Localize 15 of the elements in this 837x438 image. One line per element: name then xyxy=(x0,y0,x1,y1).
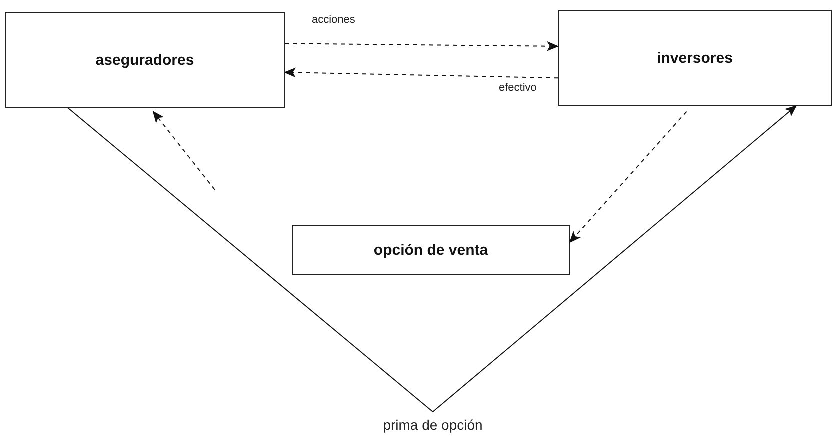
box-label: aseguradores xyxy=(96,52,194,68)
process-box xyxy=(558,10,832,106)
process-box xyxy=(5,12,285,108)
edge-label: efectivo xyxy=(497,82,539,94)
dashed-arrow xyxy=(284,68,558,79)
node-label: prima de opción xyxy=(383,417,483,433)
dashed-arrow xyxy=(569,111,688,244)
connector-line xyxy=(68,108,434,412)
edge-label: acciones xyxy=(310,14,358,26)
box-label: inversores xyxy=(657,50,733,66)
dashed-arrow xyxy=(284,41,559,52)
box-label: opción de venta xyxy=(374,242,488,258)
process-box xyxy=(292,225,570,275)
dashed-arrow xyxy=(152,111,216,190)
arrow xyxy=(432,105,798,412)
